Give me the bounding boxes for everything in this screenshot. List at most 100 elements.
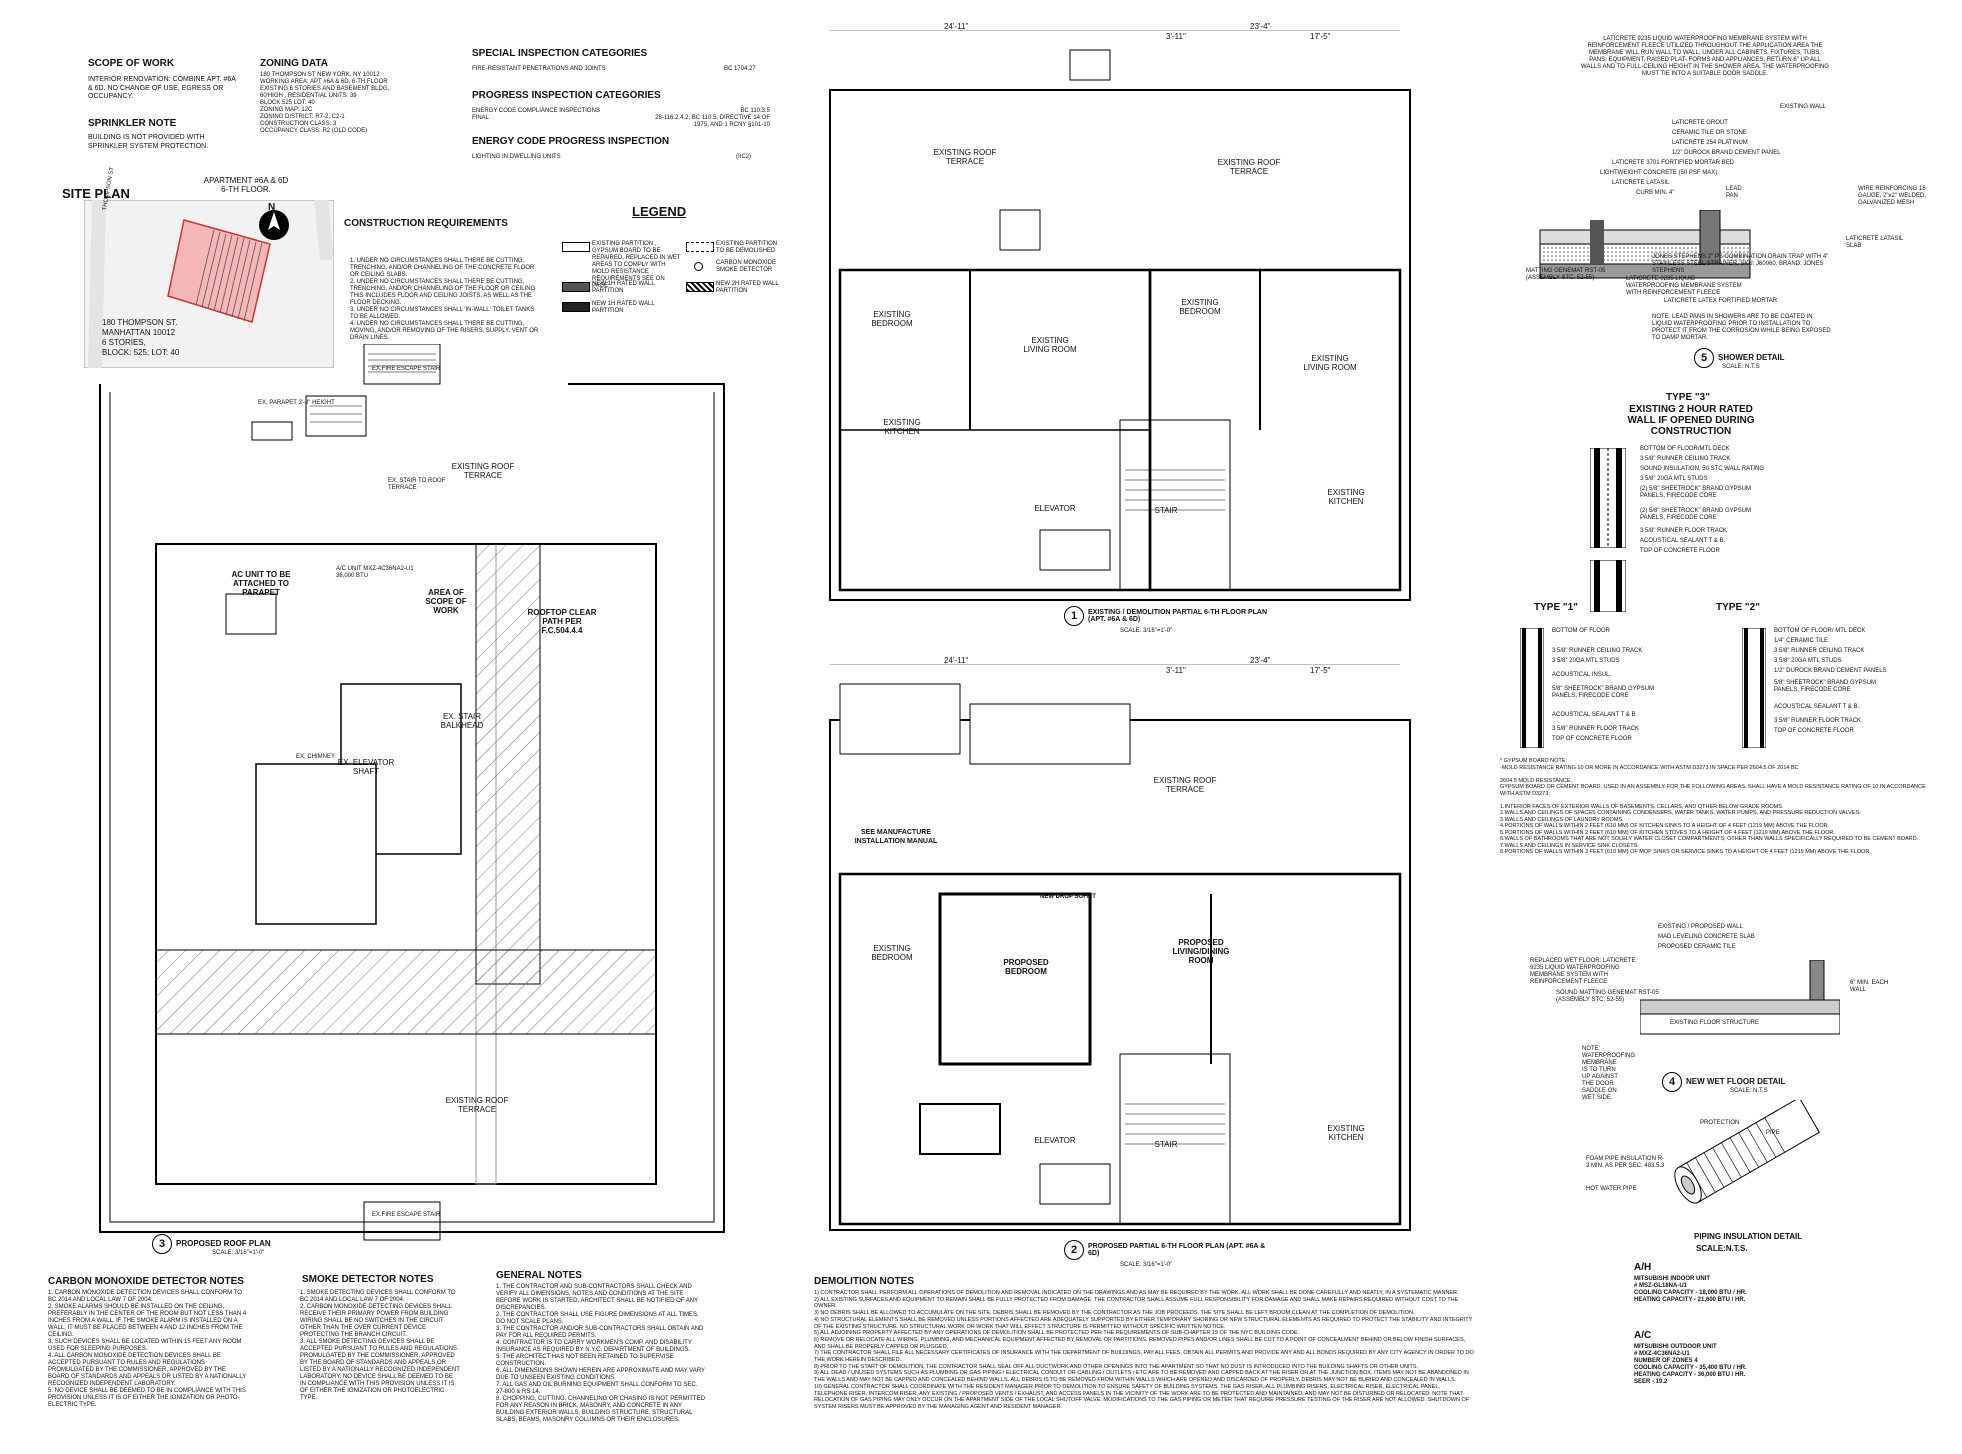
type2-title: TYPE "2": [1716, 602, 1760, 613]
ac-title: A/C: [1634, 1330, 1652, 1341]
shower-label-wall: EXISTING WALL: [1780, 104, 1826, 110]
type2-item-7: 3 5/8" RUNNER FLOOR TRACK: [1774, 718, 1862, 724]
plan1-dim-4: 17'-5": [1310, 32, 1331, 41]
scope-text: INTERIOR RENOVATION: COMBINE APT. #6A & …: [88, 76, 236, 100]
type1-item-0: BOTTOM OF FLOOR: [1552, 628, 1610, 634]
caption-number-3: 3: [152, 1234, 172, 1254]
plan1-dim-2: 23'-4": [1250, 22, 1271, 31]
legend-swatch-2h: [686, 282, 714, 292]
plan2-room-bedroom: EXISTING BEDROOM: [871, 944, 913, 962]
legend-item-2h: NEW 2H RATED WALL PARTITION: [716, 281, 779, 294]
wet-label-tile: PROPOSED CERAMIC TILE: [1658, 944, 1736, 950]
shower-label-membrane: LATICRETE 9235 LIQUID WATERPROOFING MEMB…: [1626, 276, 1742, 296]
type3-title: TYPE "3": [1666, 392, 1710, 403]
co-notes-title: CARBON MONOXIDE DETECTOR NOTES: [48, 1276, 244, 1287]
legend-item-1h-b: NEW 1H RATED WALL PARTITION: [592, 301, 655, 314]
roof-plan-drawing: [99, 344, 725, 1241]
plan2-dim-4: 17'-5": [1310, 666, 1331, 675]
caption-number-2: 2: [1064, 1240, 1084, 1260]
plan2-room-proposed-bedroom: PROPOSED BEDROOM: [1003, 958, 1049, 976]
type3-item-4: (2) 5/8" SHEETROCK" BRAND GYPSUM PANELS,…: [1640, 486, 1751, 499]
pipe-label-foam: FOAM PIPE INSULATION R-3 MIN. AS PER SEC…: [1586, 1156, 1665, 1169]
special-code: BC 1704.27: [724, 66, 756, 72]
plan2-room-kitchen: EXISTING KITCHEN: [1327, 1124, 1365, 1142]
pipe-label-pipe: PIPE: [1766, 1130, 1780, 1136]
type2-item-5: 5/8" SHEETROCK" BRAND GYPSUM PANELS, FIR…: [1774, 680, 1876, 693]
zoning-title: ZONING DATA: [260, 58, 328, 69]
type2-item-2: 3 5/8" RUNNER CEILING TRACK: [1774, 648, 1865, 654]
plan1-room-bedroom-2: EXISTING BEDROOM: [1179, 298, 1221, 316]
energy-title: ENERGY CODE PROGRESS INSPECTION: [472, 136, 670, 147]
shower-label-durock: 1/2" DUROCK BRAND CEMENT PANEL: [1672, 150, 1781, 156]
plan1-scale: SCALE: 3/16"=1'-0": [1120, 628, 1173, 634]
demo-notes-title: DEMOLITION NOTES: [814, 1276, 914, 1287]
shower-label-grout: LATICRETE GROUT: [1672, 120, 1728, 126]
plan2-room-proposed-living: PROPOSED LIVING/DINING ROOM: [1172, 938, 1230, 965]
type1-item-3: ACOUSTICAL INSUL.: [1552, 672, 1612, 678]
wet-label-wall: EXISTING / PROPOSED WALL: [1658, 924, 1743, 930]
wet-label-min: 6" MIN. EACH WALL: [1850, 980, 1889, 993]
shower-label-slab: LATICRETE LATASIL SLAB: [1846, 236, 1904, 249]
progress-title: PROGRESS INSPECTION CATEGORIES: [472, 90, 661, 101]
type2-item-8: TOP OF CONCRETE FLOOR: [1774, 728, 1854, 734]
pipe-label-hot-water: HOT WATER PIPE: [1586, 1186, 1637, 1192]
type3-item-3: 3 5/8" 20GA MTL STUDS: [1640, 476, 1708, 482]
caption-number-5: 5: [1694, 348, 1714, 368]
scope-title: SCOPE OF WORK: [88, 58, 175, 69]
shower-label-latex: LATICRETE LATEX FORTIFIED MORTAR: [1664, 298, 1778, 304]
legend-swatch-existing: [562, 242, 590, 252]
wet-floor-drawing: [1640, 960, 1840, 1035]
legend-item-co: CARBON MONOXIDE SMOKE DETECTOR: [716, 260, 777, 273]
gypsum-note: * GYPSUM BOARD NOTE: -MOLD RESISTANCE RA…: [1500, 758, 1926, 855]
sprinkler-text: BUILDING IS NOT PROVIDED WITH SPRINKLER …: [88, 134, 209, 150]
type3-item-7: ACOUSTICAL SEALANT T & B.: [1640, 538, 1726, 544]
shower-label-drain: JONES STEPHENS 2" PS COMBINATION DRAIN T…: [1652, 254, 1829, 274]
type3-sub: EXISTING 2 HOUR RATED WALL IF OPENED DUR…: [1627, 404, 1755, 437]
pipe-caption: PIPING INSULATION DETAIL: [1694, 1232, 1803, 1241]
plan2-dim-1: 24'-11": [944, 656, 969, 665]
plan1-room-elevator: ELEVATOR: [1034, 504, 1076, 513]
site-apt: APARTMENT #6A & 6D 6-TH FLOOR.: [203, 176, 289, 194]
type1-wall-section: [1520, 628, 1544, 748]
legend-swatch-1h-b: [562, 302, 590, 312]
legend-title: LEGEND: [632, 204, 687, 219]
roof-ac-attached-label: AC UNIT TO BE ATTACHED TO PARAPET: [231, 570, 291, 597]
plan2-dim-2: 23'-4": [1250, 656, 1271, 665]
pipe-insulation-drawing: [1674, 1100, 1820, 1204]
shower-label-tile: CERAMIC TILE OR STONE: [1672, 130, 1747, 136]
type1-item-4: 5/8" SHEETROCK" BRAND GYPSUM PANELS, FIR…: [1552, 686, 1654, 699]
special-title: SPECIAL INSPECTION CATEGORIES: [472, 48, 648, 59]
type2-item-4: 1/2" DUROCK BRAND CEMENT PANELS: [1774, 668, 1887, 674]
type3-item-8: TOP OF CONCRETE FLOOR: [1640, 548, 1720, 554]
type3-item-1: 3 5/8" RUNNER CEILING TRACK: [1640, 456, 1731, 462]
legend-item-1h: NEW 1H RATED WALL PARTITION: [592, 281, 655, 294]
roof-fire-escape-2: EX.FIRE ESCAPE STAIR: [372, 1212, 441, 1218]
type1-item-5: ACOUSTICAL SEALANT T & B.: [1552, 712, 1638, 718]
type2-item-6: ACOUSTICAL SEALANT T & B.: [1774, 704, 1860, 710]
plan2-room-stair: STAIR: [1154, 1140, 1178, 1149]
roof-stair-label: EX. STAIR TO ROOF TERRACE: [388, 478, 446, 491]
type2-item-0: BOTTOM OF FLOOR/ MTL DECK: [1774, 628, 1866, 634]
roof-elevator-label: EX. ELEVATOR SHAFT: [337, 758, 395, 776]
plan1-room-bedroom-1: EXISTING BEDROOM: [871, 310, 913, 328]
type1-title: TYPE "1": [1534, 602, 1578, 613]
site-north: N: [268, 202, 276, 213]
zoning-lines: 180 THOMPSON ST NEW YORK, NY 10012 WORKI…: [260, 72, 390, 134]
plan2-room-terrace: EXISTING ROOF TERRACE: [1153, 776, 1217, 794]
shower-note: NOTE: LEAD PANS IN SHOWERS ARE TO BE COA…: [1652, 314, 1831, 341]
plan-2-drawing: [829, 664, 1411, 1231]
roof-terrace-label-2: EXISTING ROOF TERRACE: [445, 1096, 509, 1114]
type1-item-7: TOP OF CONCRETE FLOOR: [1552, 736, 1632, 742]
type3-wall-section-b: [1590, 560, 1626, 612]
shower-label-concrete: LIGHTWEIGHT CONCRETE (50 PSF MAX): [1600, 170, 1718, 176]
caption-number-1: 1: [1064, 606, 1084, 626]
general-notes-text: 1. THE CONTRACTOR AND SUB-CONTRACTORS SH…: [496, 1284, 705, 1423]
smoke-notes-text: 1. SMOKE DETECTING DEVICES SHALL CONFORM…: [300, 1290, 460, 1401]
site-address: 180 THOMPSON ST. MANHATTAN 10012 6 STORI…: [102, 318, 180, 357]
roof-ac-unit-label: A/C UNIT MXZ-4C36NA2-U1 36,000 BTU: [336, 566, 414, 579]
plan1-room-terrace-1: EXISTING ROOF TERRACE: [933, 148, 997, 166]
plan1-room-stair: STAIR: [1154, 506, 1178, 515]
